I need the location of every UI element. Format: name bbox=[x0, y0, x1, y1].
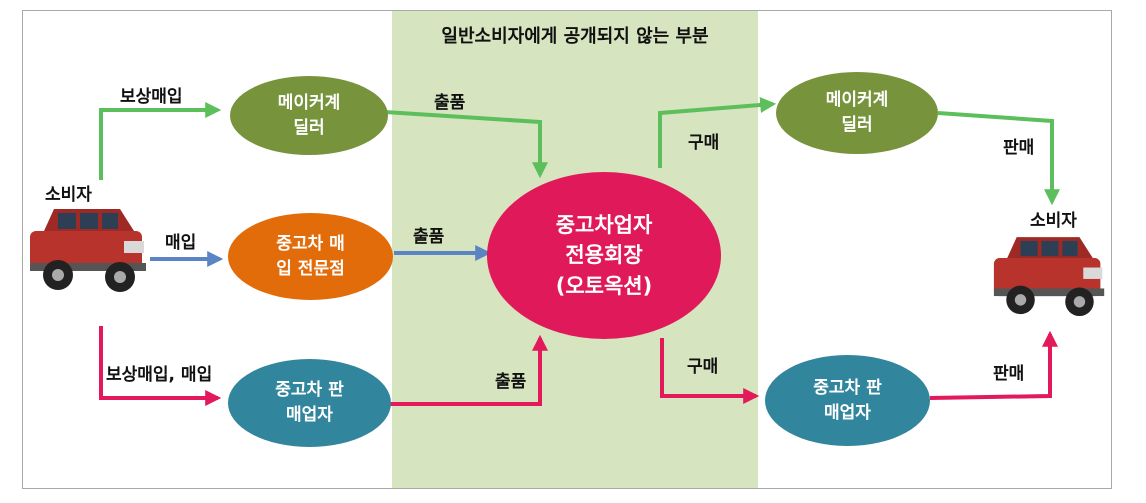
car-left-icon bbox=[30, 209, 146, 292]
auction-node: 중고차업자 전용회장 (오토옥션) bbox=[487, 172, 721, 339]
node-text-line: 입 전문점 bbox=[276, 258, 345, 279]
dealer-right-node: 중고차 판 매업자 bbox=[765, 355, 930, 446]
tradein-buy-arrow bbox=[99, 326, 222, 406]
tradein-label: 보상매입 bbox=[120, 87, 183, 107]
dealer-left-node: 중고차 판 매업자 bbox=[228, 359, 391, 447]
node-text-line: 딜러 bbox=[841, 115, 873, 135]
sale-arrow-2 bbox=[929, 330, 1058, 400]
sale-arrow-1 bbox=[937, 111, 1060, 206]
node-text-line: 중고차 판 bbox=[275, 380, 344, 401]
purchase-label-1: 구매 bbox=[688, 133, 720, 153]
node-text-line: 딜러 bbox=[293, 117, 325, 138]
node-text-line: 매업자 bbox=[286, 405, 333, 425]
non-public-zone-title: 일반소비자에게 공개되지 않는 부분 bbox=[441, 26, 709, 47]
sale-label-1: 판매 bbox=[1003, 138, 1035, 158]
maker-dealer-left-node: 메이커계 딜러 bbox=[230, 76, 388, 155]
buy-label: 매입 bbox=[165, 233, 197, 253]
consumer-left-label: 소비자 bbox=[45, 185, 92, 205]
consign-arrow-1 bbox=[384, 110, 548, 179]
purchase-arrow-1 bbox=[658, 97, 777, 168]
purchase-label-2: 구매 bbox=[687, 357, 719, 377]
node-text-line: 매업자 bbox=[824, 402, 871, 423]
node-text-line: 중고차 매 bbox=[276, 233, 345, 254]
tradein-arrow bbox=[99, 102, 222, 180]
car-right-icon bbox=[993, 237, 1105, 317]
consign-arrow-3 bbox=[390, 334, 548, 406]
buy-specialist-node: 중고차 매 입 전문점 bbox=[228, 213, 393, 300]
node-text-line: 전용회장 bbox=[565, 243, 643, 268]
consign-label-2: 출품 bbox=[413, 227, 445, 247]
consign-label-3: 출품 bbox=[495, 372, 527, 392]
sale-label-2: 판매 bbox=[993, 364, 1025, 384]
consign-label-1: 출품 bbox=[434, 93, 466, 113]
node-text-line: 중고차 판 bbox=[813, 377, 882, 398]
consumer-right-label: 소비자 bbox=[1030, 211, 1077, 231]
node-text-line: 중고차업자 bbox=[555, 212, 653, 237]
purchase-arrow-2 bbox=[660, 338, 760, 404]
node-text-line: (오토옥션) bbox=[555, 273, 653, 298]
maker-dealer-right-node: 메이커계 딜러 bbox=[776, 72, 938, 154]
node-text-line: 메이커계 bbox=[825, 90, 889, 111]
tradein-buy-label: 보상매입, 매입 bbox=[106, 365, 213, 385]
node-text-line: 메이커계 bbox=[277, 92, 341, 113]
